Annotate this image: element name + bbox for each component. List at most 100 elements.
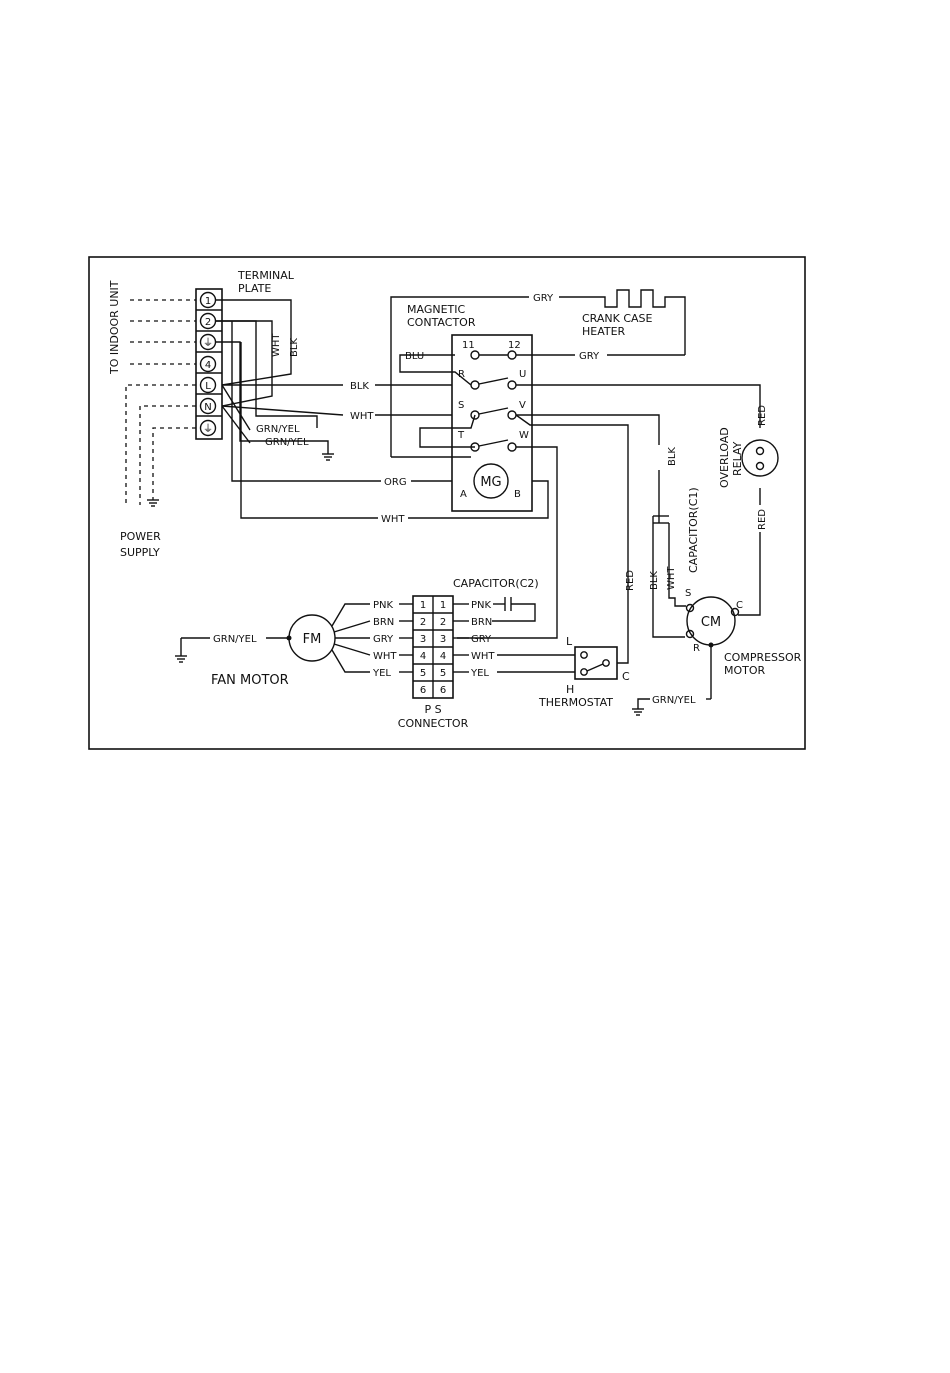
thermostat-label: THERMOSTAT [538, 696, 613, 709]
ps-pin-s4: 4 [440, 651, 446, 662]
terminal-plate-title-1: TERMINAL [237, 269, 295, 282]
thermostat [574, 567, 629, 680]
fan-wire-label-pnk: PNK [373, 600, 394, 611]
wire-label-wht-2: WHT [381, 514, 405, 525]
contactor-terminal-u: U [519, 369, 526, 380]
wire-label-red-thermo: RED [625, 570, 636, 591]
diagram-frame [88, 256, 806, 750]
contactor-terminal-11: 11 [462, 340, 475, 351]
ps-pin-s6: 6 [440, 685, 446, 696]
power-supply-label-1: POWER [120, 530, 161, 543]
ps-pin-p2: 2 [420, 617, 426, 628]
contactor-terminal-s: S [458, 400, 464, 411]
thermostat-terminal-c: C [622, 670, 630, 683]
terminal-ground-icon [322, 453, 334, 461]
contactor-terminal-w: W [519, 430, 529, 441]
thermostat-terminal-h: H [566, 683, 574, 696]
terminal-1: 1 [205, 296, 211, 307]
compressor-label-2: MOTOR [724, 664, 766, 677]
ps-connector-label-1: P S [424, 703, 441, 716]
compressor-ground-label: GRN/YEL [652, 695, 696, 706]
conn-wire-label-pnk: PNK [471, 600, 492, 611]
contactor-terminal-r: R [458, 369, 465, 380]
ps-pin-s3: 3 [440, 634, 446, 645]
ps-pin-s2: 2 [440, 617, 446, 628]
ps-connector-label-2: CONNECTOR [398, 717, 469, 730]
fan-wire-label-gry: GRY [373, 634, 394, 645]
compressor-terminal-c: C [736, 600, 743, 611]
conn-wire-label-gry: GRY [471, 634, 492, 645]
jumper-label-wht: WHT [271, 333, 282, 357]
wire-label-blk-c1: BLK [649, 571, 660, 590]
terminal-4: 4 [205, 360, 211, 371]
conn-wire-label-wht: WHT [471, 651, 495, 662]
heater-label-2: HEATER [582, 325, 626, 338]
terminal-n: N [204, 402, 211, 413]
fan-wire-label-wht: WHT [373, 651, 397, 662]
wire-label-org: ORG [384, 477, 407, 488]
contactor-title-1: MAGNETIC [407, 303, 465, 316]
wire-label-red-relay-bottom: RED [757, 509, 768, 530]
conn-wire-label-brn: BRN [471, 617, 492, 628]
overload-relay-label-2: RELAY [731, 441, 744, 476]
overload-relay [738, 403, 779, 616]
fan-motor-caption: FAN MOTOR [211, 673, 289, 688]
power-supply-label-2: SUPPLY [120, 546, 160, 559]
terminal-ground-1: ⏚ [203, 337, 213, 349]
contactor-coil-label: MG [480, 475, 501, 490]
terminal-2: 2 [205, 317, 211, 328]
wire-label-wht-c1: WHT [666, 566, 677, 590]
ps-pin-p6: 6 [420, 685, 426, 696]
conn-wire-label-yel: YEL [470, 668, 489, 679]
ground-wire-label-2: GRN/YEL [265, 437, 309, 448]
compressor-motor [685, 596, 740, 700]
wire-label-red-relay-top: RED [757, 405, 768, 426]
compressor-label: CM [701, 615, 721, 630]
fan-wire-label-yel: YEL [372, 668, 391, 679]
compressor-terminal-r: R [693, 643, 700, 654]
terminal-plate-jumpers [216, 299, 329, 454]
wire-label-gry-top: GRY [533, 293, 554, 304]
fan-motor-label: FM [303, 632, 322, 647]
ps-pin-p5: 5 [420, 668, 426, 679]
capacitor-c1-label: CAPACITOR(C1) [687, 487, 700, 573]
ps-pin-s5: 5 [440, 668, 446, 679]
contactor-wiring [390, 289, 686, 458]
fan-wire-label-brn: BRN [373, 617, 394, 628]
wire-label-blk-v: BLK [667, 447, 678, 466]
fan-wire-stubs [399, 603, 413, 673]
ps-pin-p1: 1 [420, 600, 426, 611]
thermostat-terminal-l: L [566, 635, 573, 648]
indoor-unit-dashed-lines [125, 299, 196, 505]
compressor-ground-icon [632, 698, 650, 716]
ps-pin-s1: 1 [440, 600, 446, 611]
indoor-unit-label: TO INDOOR UNIT [108, 280, 121, 375]
ps-pin-p3: 3 [420, 634, 426, 645]
terminal-ground-2: ⏚ [203, 423, 213, 435]
capacitor-c2-label: CAPACITOR(C2) [453, 577, 539, 590]
magnetic-contactor [451, 334, 533, 512]
power-supply-ground-icon [147, 499, 159, 507]
wire-label-wht: WHT [350, 411, 374, 422]
capacitor-c1 [652, 515, 686, 638]
contactor-title-2: CONTACTOR [407, 316, 476, 329]
fan-ground-label: GRN/YEL [213, 634, 257, 645]
compressor-terminal-s: S [685, 588, 691, 599]
fan-motor [175, 603, 371, 673]
contactor-terminal-a: A [460, 489, 467, 500]
wire-label-blu: BLU [405, 351, 424, 362]
contactor-terminal-12: 12 [508, 340, 521, 351]
contactor-terminal-b: B [514, 489, 521, 500]
terminal-l: L [205, 381, 211, 392]
contactor-terminal-v: V [519, 400, 526, 411]
ps-connector [412, 595, 454, 699]
wire-label-gry: GRY [579, 351, 600, 362]
overload-relay-label-1: OVERLOAD [718, 427, 731, 488]
terminal-plate: 1 2 ⏚ 4 L N ⏚ [195, 288, 223, 440]
wire-label-blk: BLK [350, 381, 369, 392]
ps-pin-p4: 4 [420, 651, 426, 662]
jumper-label-blk: BLK [289, 338, 300, 357]
heater-label-1: CRANK CASE [582, 312, 653, 325]
ground-wire-label-1: GRN/YEL [256, 424, 300, 435]
